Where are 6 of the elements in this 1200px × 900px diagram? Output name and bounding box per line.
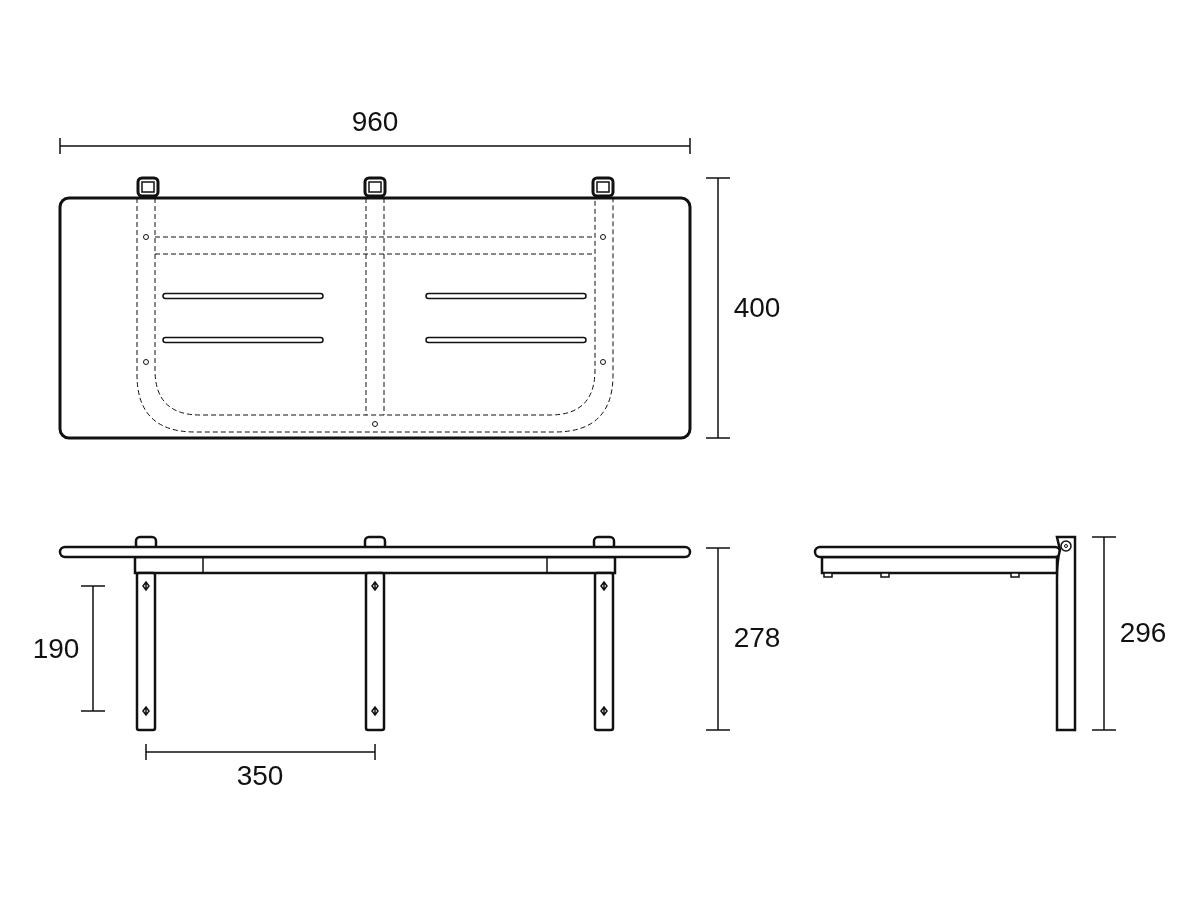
dimension-label: 960 (351, 106, 399, 138)
dimension-label: 296 (1119, 617, 1167, 649)
dimension-label: 278 (733, 622, 781, 654)
dimension-label: 350 (236, 760, 284, 792)
dimension-label: 190 (32, 633, 80, 665)
dimension-label: 400 (733, 292, 781, 324)
